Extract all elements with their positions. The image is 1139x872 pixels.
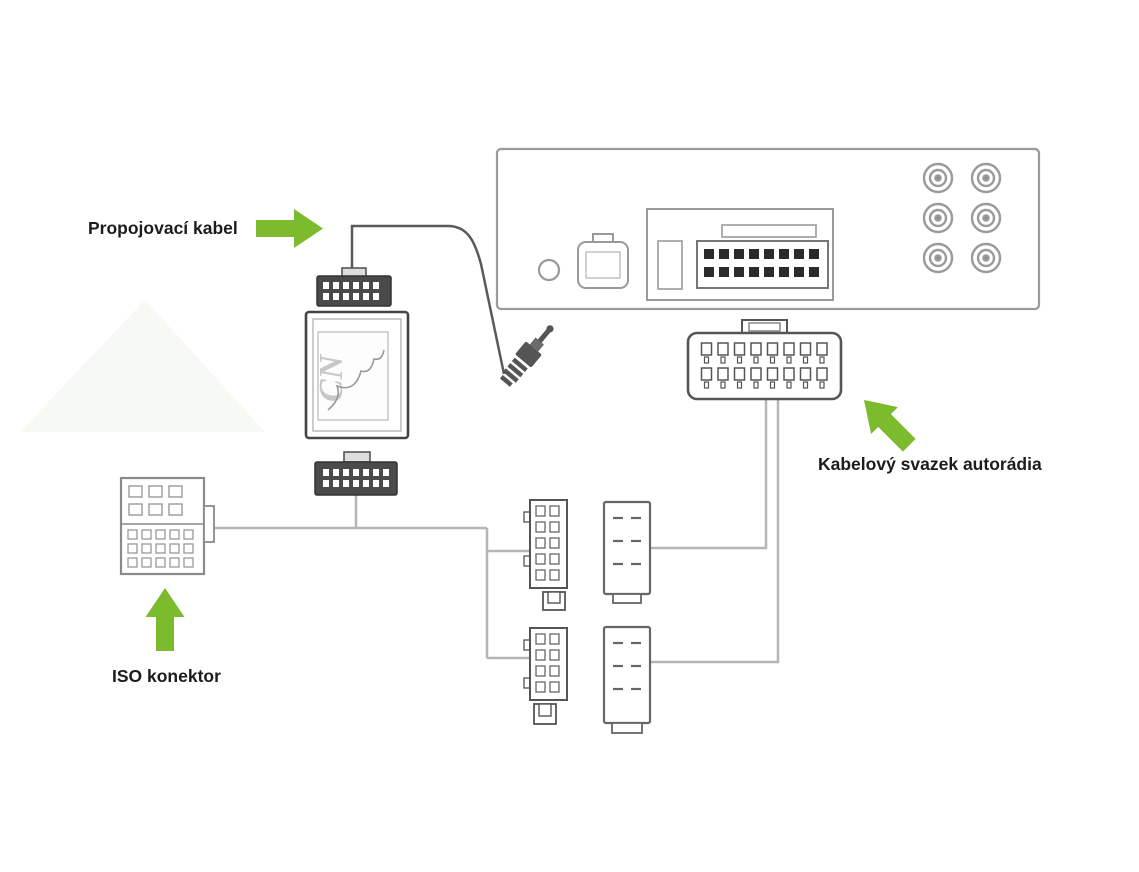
mini-connector-upper [523,499,568,589]
adapter-bottom-connector [314,451,398,496]
radio-main-connector [696,240,829,289]
harness-cable [650,398,780,664]
adapter-label [317,331,389,421]
radio-rear-panel [495,147,1041,311]
antenna-jack [537,258,561,282]
label-harness: Kabelový svazek autorádia [818,454,1042,474]
adapter-top-connector [316,267,392,307]
arrow-connecting-cable [256,209,323,248]
label-iso: ISO konektor [112,666,221,686]
iso-cable [204,495,530,660]
block-connector-lower [602,625,652,734]
background-watermark [20,300,265,432]
u-terminal-upper [542,591,566,611]
harness-connector [686,319,843,401]
u-terminal-lower [533,703,557,725]
adapter-logo: CN [313,353,350,402]
arrow-iso [145,588,185,651]
block-connector-upper [602,500,652,604]
radio-connector-panel [646,208,834,301]
mini-connector-lower [523,627,568,701]
adapter-logo-script [327,349,385,411]
aux-cable [350,224,506,375]
rca-jacks [922,162,1002,274]
adapter-box: CN [304,310,410,440]
front-aux-socket [577,233,629,289]
jack-plug-icon [499,325,554,387]
iso-connector [119,476,215,576]
arrow-harness [864,400,916,452]
label-connecting-cable: Propojovací kabel [88,218,238,238]
